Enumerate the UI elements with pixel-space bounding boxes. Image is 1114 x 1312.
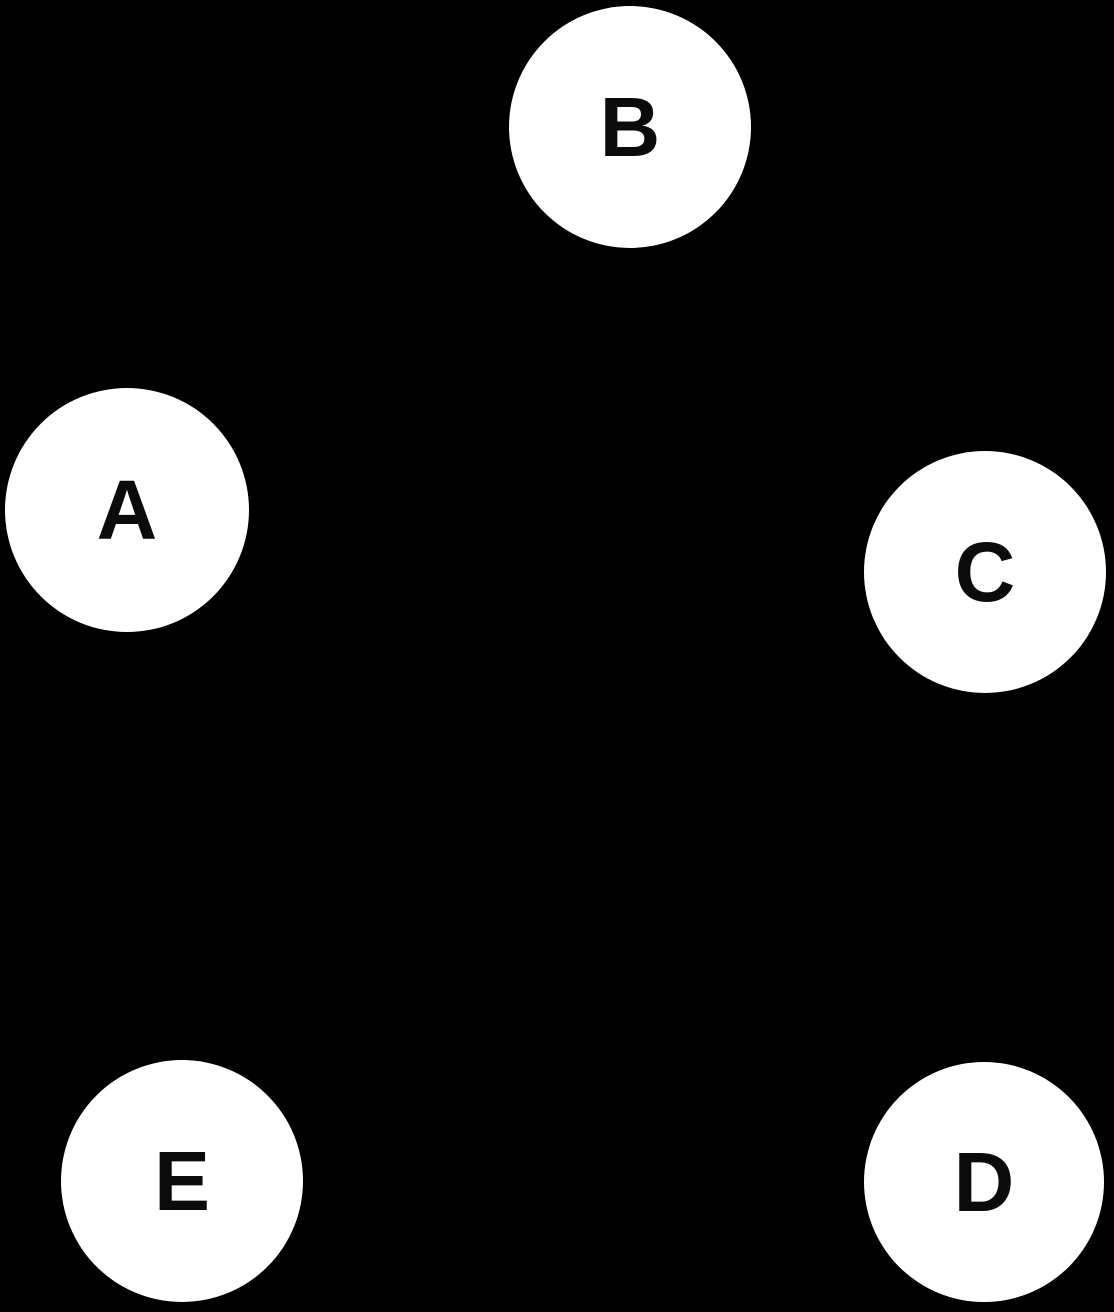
node-c: C xyxy=(864,451,1106,693)
node-a-label: A xyxy=(96,463,158,557)
node-b: B xyxy=(509,6,751,248)
node-d-label: D xyxy=(953,1135,1015,1229)
node-e: E xyxy=(61,1060,303,1302)
node-c-label: C xyxy=(954,525,1016,619)
node-e-label: E xyxy=(153,1134,211,1228)
node-a: A xyxy=(5,388,249,632)
node-d: D xyxy=(864,1062,1104,1302)
node-b-label: B xyxy=(599,80,661,174)
